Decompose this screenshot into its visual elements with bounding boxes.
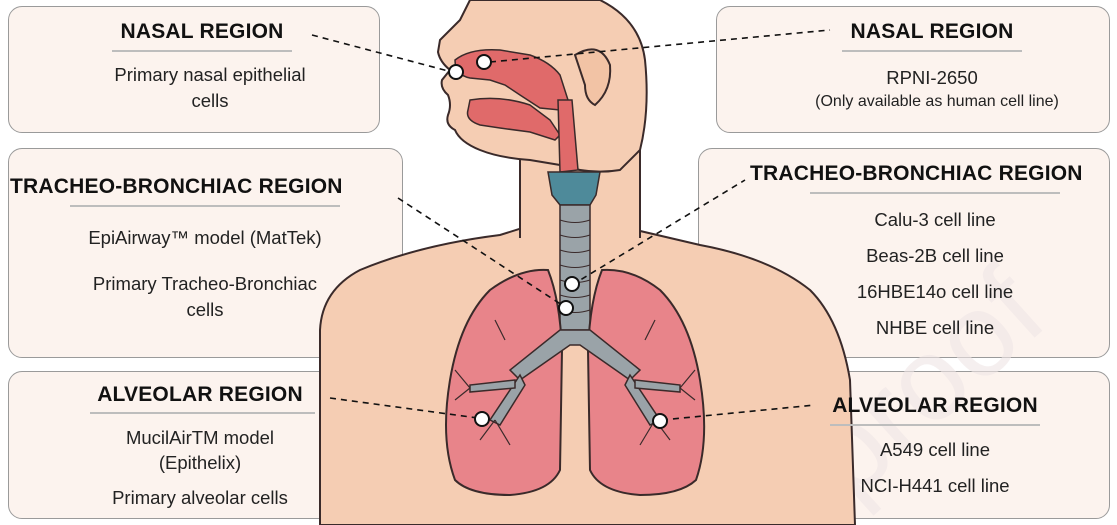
left-nasal-rule [112, 50, 292, 52]
left-tracheo-item-2: Primary Tracheo-Bronchiac [30, 272, 380, 296]
marker-alveolar-right [653, 414, 667, 428]
left-nasal-heading: NASAL REGION [102, 20, 302, 44]
left-alveolar-item-3: Primary alveolar cells [40, 486, 360, 510]
marker-nasal-left [449, 65, 463, 79]
left-alveolar-item-1: MucilAirTM model [40, 426, 360, 450]
larynx [548, 172, 600, 205]
right-tracheo-item-4: NHBE cell line [810, 316, 1060, 340]
left-tracheo-rule [70, 205, 340, 207]
right-nasal-item-2: (Only available as human cell line) [772, 90, 1102, 114]
marker-alveolar-left [475, 412, 489, 426]
right-tracheo-item-1: Calu-3 cell line [810, 208, 1060, 232]
right-tracheo-item-2: Beas-2B cell line [810, 244, 1060, 268]
marker-tracheo-left [559, 301, 573, 315]
left-alveolar-rule [90, 412, 315, 414]
left-alveolar-item-2: (Epithelix) [40, 451, 360, 475]
right-alveolar-heading: ALVEOLAR REGION [815, 394, 1055, 418]
left-nasal-item-1: Primary nasal epithelial [60, 63, 360, 87]
left-tracheo-item-3: cells [30, 298, 380, 322]
marker-tracheo-right [565, 277, 579, 291]
right-tracheo-item-3: 16HBE14o cell line [810, 280, 1060, 304]
left-nasal-item-2: cells [60, 89, 360, 113]
right-alveolar-rule [830, 424, 1040, 426]
right-nasal-heading: NASAL REGION [832, 20, 1032, 44]
left-tracheo-heading: TRACHEO-BRONCHIAC REGION [10, 175, 390, 199]
right-alveolar-item-2: NCI-H441 cell line [815, 474, 1055, 498]
right-tracheo-rule [810, 192, 1060, 194]
right-tracheo-heading: TRACHEO-BRONCHIAC REGION [750, 162, 1112, 186]
left-alveolar-heading: ALVEOLAR REGION [70, 383, 330, 407]
right-nasal-rule [842, 50, 1022, 52]
marker-nasal-right [477, 55, 491, 69]
left-tracheo-item-1: EpiAirway™ model (MatTek) [30, 226, 380, 250]
right-alveolar-item-1: A549 cell line [815, 438, 1055, 462]
right-nasal-item-1: RPNI-2650 [832, 66, 1032, 90]
